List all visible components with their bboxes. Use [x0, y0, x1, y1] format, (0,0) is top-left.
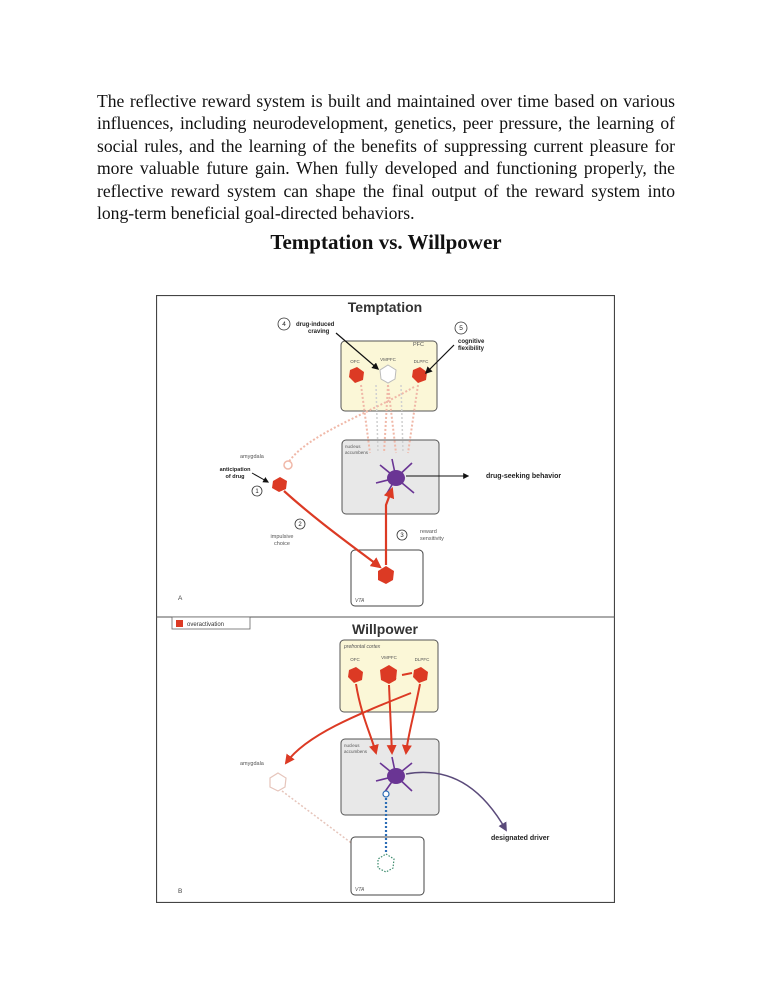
- legend-box: [171, 616, 251, 630]
- amygdala-label-b: amygdala: [240, 761, 265, 767]
- craving-label-2: craving: [308, 329, 330, 335]
- dlpfc-neuron-b: [413, 667, 428, 683]
- impulsive-choice-arrow: [283, 490, 382, 569]
- anticipation-label-1: anticipation: [220, 467, 252, 473]
- panel-a-title: Temptation: [348, 299, 422, 315]
- vmpfc-neuron-a: [379, 364, 397, 384]
- anticipation-label-2: of drug: [226, 474, 245, 480]
- step-2: 2: [298, 522, 302, 528]
- section-heading: Temptation vs. Willpower: [270, 230, 502, 254]
- legend-swatch: [176, 620, 183, 627]
- reward-label-1: reward: [420, 529, 437, 535]
- output-arrow-b: [405, 771, 507, 832]
- ofc-neuron-a: [349, 367, 364, 383]
- dlpfc-neuron-a: [412, 367, 427, 383]
- dlpfc-label: DLPFC: [414, 359, 430, 364]
- vta-neuron-a: [378, 566, 394, 584]
- craving-label-1: drug-induced: [296, 322, 335, 328]
- designated-driver-label: designated driver: [491, 835, 550, 842]
- flexibility-label-2: flexibility: [458, 346, 485, 352]
- legend-label: overactivation: [187, 622, 224, 628]
- flexibility-label-1: cognitive: [458, 339, 485, 345]
- prefrontal-label: prefrontal cortex: [343, 644, 381, 650]
- vmpfc-neuron-b: [380, 665, 397, 684]
- vta-neuron-b: [377, 853, 395, 873]
- panel-b-letter: B: [178, 888, 182, 895]
- step-3: 3: [400, 533, 404, 539]
- reward-sensitivity-arrow: [383, 486, 395, 565]
- impulsive-label-2: choice: [274, 541, 290, 547]
- ofc-label: OFC: [350, 359, 360, 364]
- vmpfc-label-b: VMPFC: [381, 655, 398, 660]
- pfc-label: PFC: [413, 342, 424, 348]
- vta-label-b: VTA: [355, 887, 365, 893]
- impulsive-label-1: impulsive: [271, 534, 294, 540]
- vmpfc-label: VMPFC: [380, 357, 397, 362]
- accumbens-neuron-b: [375, 756, 413, 794]
- ofc-label-b: OFC: [350, 657, 360, 662]
- step-5: 5: [459, 325, 463, 332]
- body-paragraph: The reflective reward system is built an…: [97, 91, 675, 224]
- figure-svg: Temptation PFC OFC VMPFC DLPFC nucleus a…: [156, 295, 615, 903]
- pfc-to-accumbens-dotted-a: [360, 384, 419, 454]
- panel-b-title: Willpower: [352, 621, 419, 637]
- vta-label-a: VTA: [355, 598, 365, 604]
- step-1: 1: [255, 489, 259, 495]
- ofc-neuron-b: [348, 667, 363, 683]
- amygdala-label-a: amygdala: [240, 454, 265, 460]
- accumbens-label-b1: nucleus: [344, 743, 360, 748]
- drug-seeking-label: drug-seeking behavior: [486, 473, 561, 480]
- reward-label-2: sensitivity: [420, 536, 444, 542]
- dlpfc-label-b: DLPFC: [415, 657, 431, 662]
- temptation-willpower-figure: Temptation PFC OFC VMPFC DLPFC nucleus a…: [156, 295, 615, 903]
- panel-a-letter: A: [178, 595, 183, 602]
- amygdala-neuron-a: [272, 477, 287, 492]
- step-4: 4: [282, 321, 286, 328]
- accumbens-label-a2: accumbens: [345, 450, 369, 455]
- pfc-to-amygdala-arrow-b: [284, 692, 412, 765]
- accumbens-label-a1: nucleus: [345, 444, 361, 449]
- amygdala-neuron-b: [269, 772, 287, 792]
- accumbens-neuron-a: [375, 458, 415, 496]
- accumbens-label-b2: accumbens: [344, 749, 368, 754]
- pfc-to-accumbens-arrows-b: [355, 672, 421, 755]
